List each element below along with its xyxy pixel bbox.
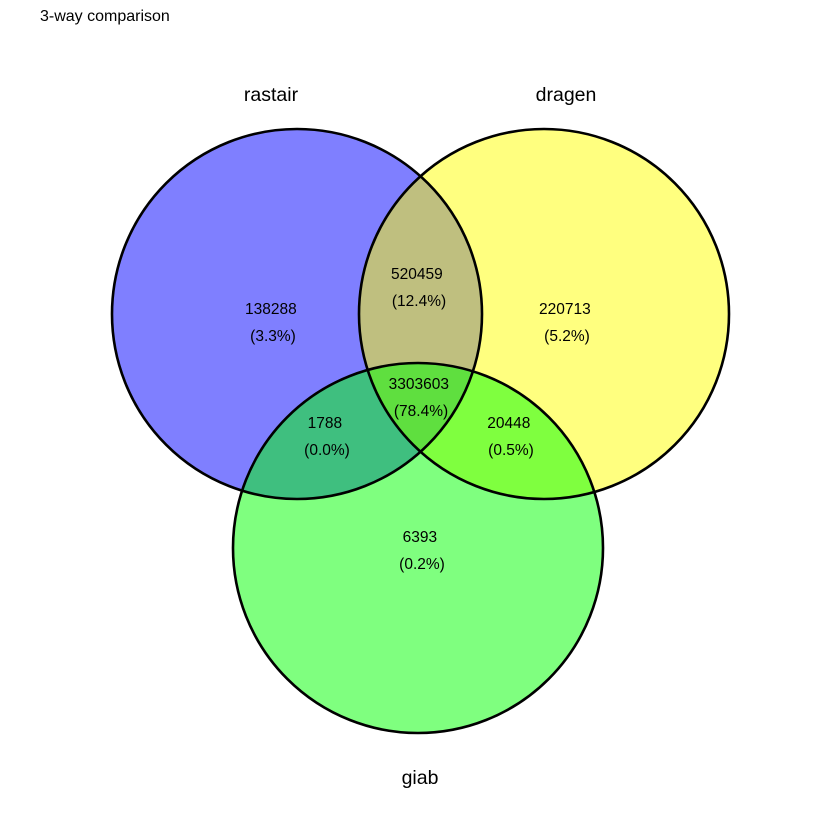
region-rastair-giab-percent: (0.0%) <box>304 442 350 459</box>
set-label-rastair: rastair <box>244 84 299 106</box>
set-labels: rastair dragen giab <box>244 84 596 789</box>
region-rastair-giab: 1788 (0.0%) <box>304 415 350 459</box>
region-giab-only-count: 6393 <box>403 529 437 546</box>
venn-outlines <box>110 127 731 735</box>
region-dragen-giab-percent: (0.5%) <box>488 442 534 459</box>
region-rastair-only-count: 138288 <box>245 301 297 318</box>
region-giab-only-percent: (0.2%) <box>399 556 445 573</box>
giab-circle-fill <box>233 363 603 733</box>
dragen-circle-outline <box>357 127 731 501</box>
chart-title: 3-way comparison <box>40 8 170 25</box>
region-rastair-dragen: 520459 (12.4%) <box>391 266 447 310</box>
region-labels: 138288 (3.3%) 220713 (5.2%) 520459 (12.4… <box>245 266 595 573</box>
region-dragen-only-count: 220713 <box>539 301 591 318</box>
set-label-dragen: dragen <box>536 84 597 106</box>
region-dragen-only-percent: (5.2%) <box>544 328 590 345</box>
giab-circle-outline <box>231 361 605 735</box>
rastair-circle-outline <box>110 127 484 501</box>
region-all-three-count: 3303603 <box>389 376 449 393</box>
region-dragen-giab-count: 20448 <box>487 415 530 432</box>
region-giab-only: 6393 (0.2%) <box>399 529 445 573</box>
region-rastair-only: 138288 (3.3%) <box>245 301 301 345</box>
set-label-giab: giab <box>402 767 439 789</box>
region-rastair-only-percent: (3.3%) <box>250 328 296 345</box>
region-rastair-dragen-count: 520459 <box>391 266 443 283</box>
venn-fills <box>112 129 729 733</box>
region-rastair-giab-count: 1788 <box>308 415 342 432</box>
region-dragen-only: 220713 (5.2%) <box>539 301 595 345</box>
region-dragen-giab: 20448 (0.5%) <box>487 415 534 459</box>
region-all-three-percent: (78.4%) <box>394 403 448 420</box>
region-rastair-dragen-percent: (12.4%) <box>392 293 446 310</box>
region-all-three: 3303603 (78.4%) <box>389 376 454 420</box>
